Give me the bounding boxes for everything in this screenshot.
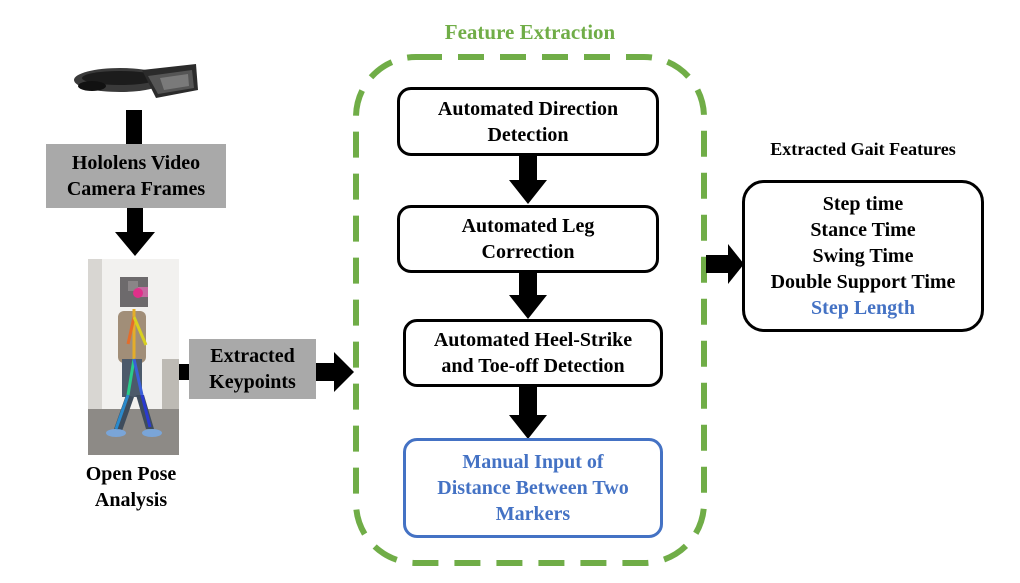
step-label-line2: and Toe-off Detection — [441, 355, 625, 377]
step-leg-correction: Automated Leg Correction — [397, 205, 659, 273]
gait-features-box: Step time Stance Time Swing Time Double … — [742, 180, 984, 332]
step-label-line1: Automated Direction — [437, 97, 619, 120]
step-label-line2: Detection — [487, 123, 569, 146]
feature-extraction-container — [353, 54, 707, 566]
arrow-frames-to-photo — [115, 208, 155, 256]
line-photo-to-keypoints — [178, 364, 190, 380]
hololens-camera-frames-node: Hololens Video Camera Frames — [46, 144, 226, 208]
camera-frames-label-line1: Hololens Video — [71, 152, 201, 174]
pose-keypoints-photo — [88, 259, 179, 455]
gait-features-title: Extracted Gait Features — [770, 139, 956, 159]
arrow-extraction-to-features — [706, 244, 744, 284]
hololens-headset-icon — [72, 56, 200, 108]
open-pose-label-line1: Open Pose — [85, 463, 177, 485]
arrow-headset-to-frames — [126, 110, 142, 144]
open-pose-label-line2: Analysis — [94, 489, 168, 511]
gait-feature-highlight: Step Length — [811, 297, 915, 319]
gait-feature-item: Stance Time — [810, 219, 916, 241]
arrow-direction-to-leg — [509, 156, 547, 204]
keypoints-label-line1: Extracted — [210, 345, 295, 367]
gait-feature-item: Double Support Time — [770, 271, 956, 293]
arrow-keypoints-to-extraction — [316, 352, 354, 392]
step-direction-detection: Automated Direction Detection — [397, 87, 659, 156]
manual-label-line1: Manual Input of — [462, 451, 604, 473]
camera-frames-label-line2: Camera Frames — [66, 178, 206, 200]
feature-extraction-title: Feature Extraction — [444, 20, 616, 44]
step-label-line1: Automated Leg — [461, 215, 595, 237]
arrow-leg-to-heelstrike — [509, 273, 547, 319]
manual-label-line3: Markers — [495, 503, 571, 525]
manual-label-line2: Distance Between Two — [437, 477, 629, 499]
step-label-line1: Automated Heel-Strike — [433, 329, 633, 351]
extracted-keypoints-node: Extracted Keypoints — [189, 339, 316, 399]
arrow-heelstrike-to-manual — [509, 387, 547, 439]
gait-feature-item: Swing Time — [812, 245, 914, 267]
gait-feature-item: Step time — [822, 193, 904, 215]
manual-marker-distance-input: Manual Input of Distance Between Two Mar… — [403, 438, 663, 538]
keypoints-label-line2: Keypoints — [209, 371, 296, 393]
open-pose-analysis-label: Open Pose Analysis — [56, 461, 206, 513]
step-heelstrike-toeoff-detection: Automated Heel-Strike and Toe-off Detect… — [403, 319, 663, 387]
step-label-line2: Correction — [481, 241, 575, 263]
